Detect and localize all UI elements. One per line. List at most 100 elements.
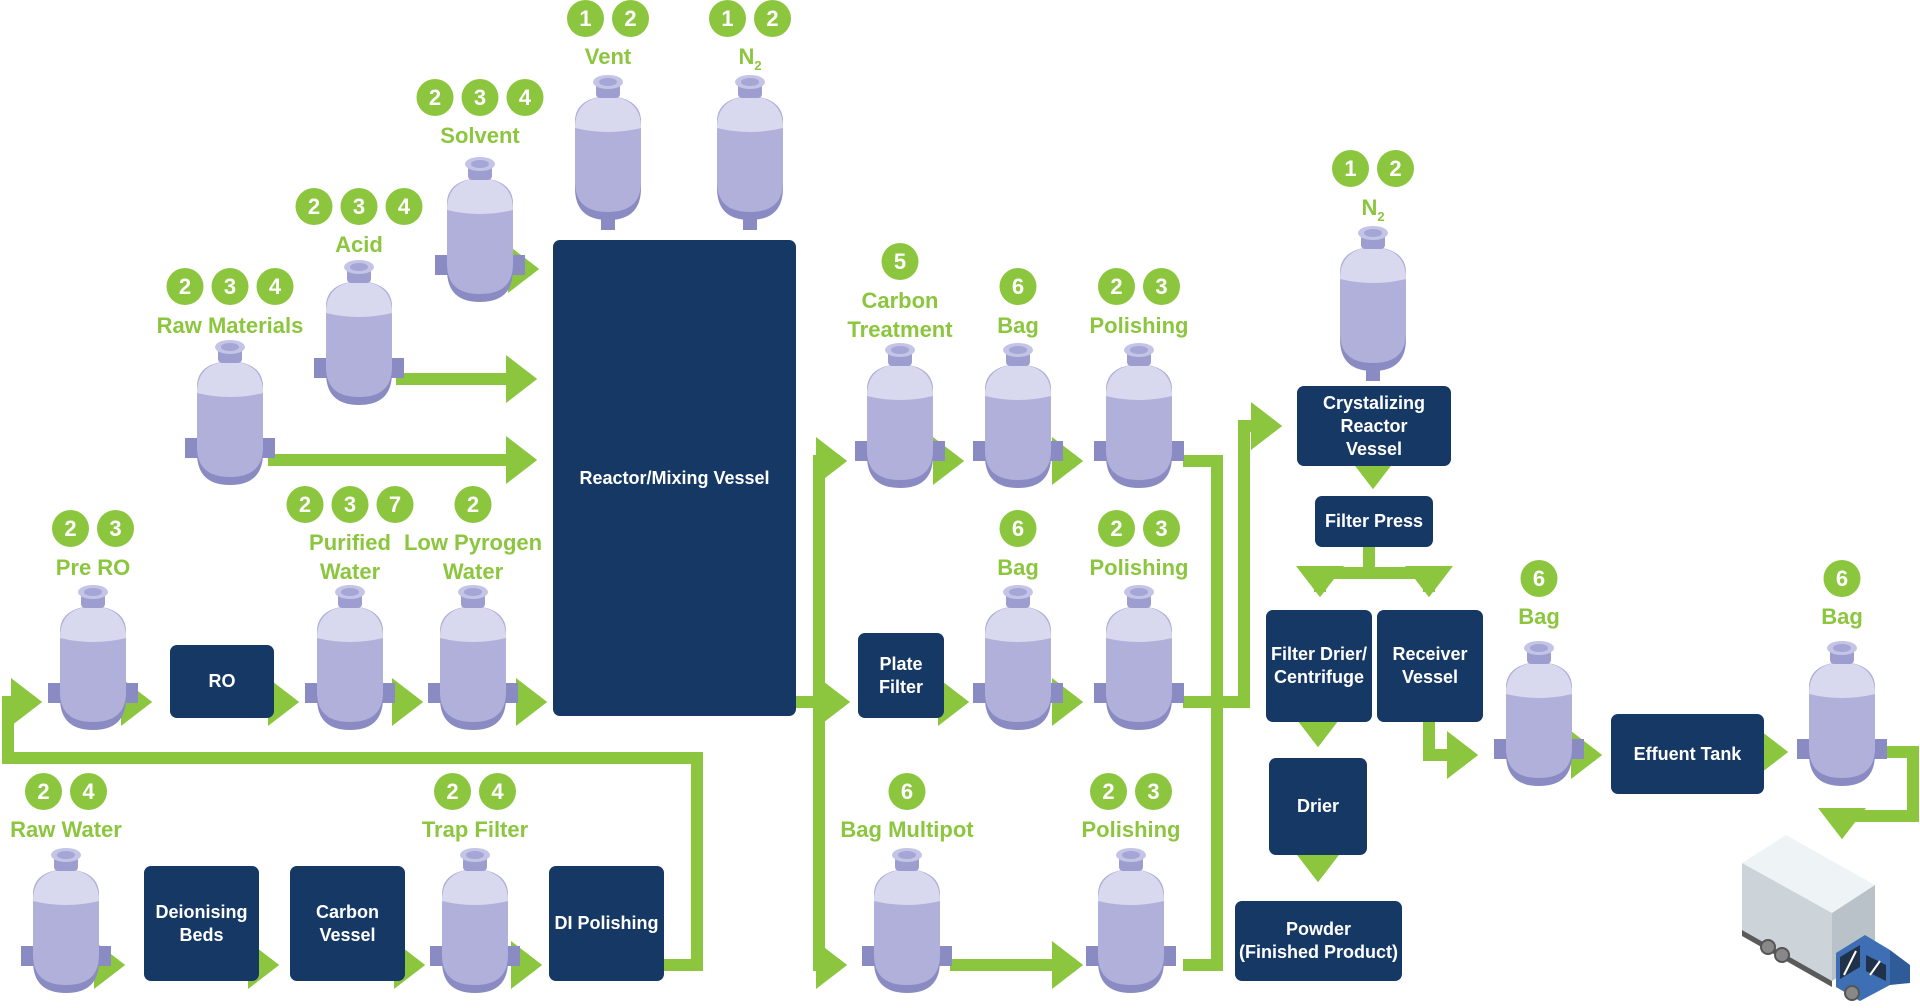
step-badge: 2	[1377, 150, 1414, 187]
drier-box[interactable]: Drier	[1269, 758, 1367, 855]
vessel-icon[interactable]	[855, 338, 945, 488]
vessel-icon[interactable]	[48, 580, 138, 730]
vessel-icon[interactable]	[1328, 221, 1418, 381]
ro-box[interactable]: RO	[170, 645, 274, 718]
station-label-raw-water: Raw Water	[10, 815, 122, 844]
step-badge: 6	[999, 510, 1037, 547]
vessel-icon[interactable]	[314, 255, 404, 405]
station-label-text: Bag	[997, 313, 1039, 338]
station-label-carbon-treatment: Carbon Treatment	[847, 286, 952, 344]
vessel-icon[interactable]	[973, 338, 1063, 488]
vessel-icon[interactable]	[862, 843, 952, 993]
filter-press-box[interactable]: Filter Press	[1315, 496, 1433, 547]
pipe-pol1-out	[1183, 455, 1223, 971]
vessel-icon[interactable]	[21, 843, 111, 993]
station-label-bag-2: Bag	[997, 553, 1039, 582]
step-badge: 3	[331, 486, 369, 523]
step-badge: 4	[506, 79, 544, 116]
vessel-icon[interactable]	[1094, 580, 1184, 730]
step-badge: 2	[454, 486, 492, 523]
badge-group: 2	[454, 486, 492, 523]
truck-icon	[1742, 835, 1910, 1001]
station-label-n2-right: N2	[1361, 193, 1384, 231]
carbon-vessel-box[interactable]: Carbon Vessel	[290, 866, 405, 981]
step-badge: 2	[612, 0, 649, 37]
reactor-mixing-vessel[interactable]: Reactor/Mixing Vessel	[553, 240, 796, 716]
vessel-icon[interactable]	[435, 152, 525, 302]
vessel-icon[interactable]	[705, 70, 795, 230]
vessel-icon[interactable]	[1797, 636, 1887, 786]
step-badge: 1	[567, 0, 604, 37]
plate-filter-box[interactable]: Plate Filter	[858, 633, 944, 718]
step-badge: 6	[1520, 560, 1558, 597]
vessel-icon[interactable]	[428, 580, 518, 730]
station-label-text: Vent	[584, 44, 632, 69]
di-polishing-box[interactable]: DI Polishing	[549, 866, 664, 981]
station-label-polishing-2: Polishing	[1090, 553, 1189, 582]
step-badge: 3	[97, 510, 134, 547]
effluent-tank-box[interactable]: Effuent Tank	[1611, 714, 1764, 794]
station-label-text: Bag Multipot	[840, 817, 974, 842]
step-badge: 3	[461, 79, 499, 116]
vessel-icon[interactable]	[305, 580, 395, 730]
step-badge: 2	[25, 773, 62, 810]
station-label-text: Bag	[1821, 604, 1863, 629]
step-badge: 6	[888, 773, 926, 810]
step-badge: 4	[385, 188, 423, 225]
badge-group: 6	[888, 773, 926, 810]
station-label-purified-water: Purified Water	[309, 528, 391, 586]
vessel-icon[interactable]	[430, 843, 520, 993]
station-label-text: Carbon Treatment	[847, 288, 953, 342]
step-badge: 2	[1090, 773, 1127, 810]
station-label-polishing-3: Polishing	[1082, 815, 1181, 844]
deionising-beds-box[interactable]: Deionising Beds	[144, 866, 259, 981]
pipe-receiver-out	[1423, 722, 1479, 779]
station-label-trap-filter: Trap Filter	[422, 815, 528, 844]
station-label-bag-3: Bag	[1518, 602, 1560, 631]
station-label-text: Bag	[1518, 604, 1560, 629]
station-label-text: Polishing	[1089, 313, 1189, 338]
vessel-icon[interactable]	[1494, 636, 1584, 786]
step-badge: 3	[1143, 510, 1180, 547]
station-label-bag-4: Bag	[1821, 602, 1863, 631]
vessel-icon[interactable]	[185, 335, 275, 485]
vessel-icon[interactable]	[973, 580, 1063, 730]
station-label-n2-top: N2	[738, 42, 761, 80]
step-badge: 5	[881, 243, 919, 280]
station-label-text: Purified Water	[309, 530, 391, 584]
filter-drier-box[interactable]: Filter Drier/ Centrifuge	[1266, 610, 1372, 722]
step-badge: 4	[70, 773, 107, 810]
step-badge: 1	[709, 0, 746, 37]
vessel-icon[interactable]	[1094, 338, 1184, 488]
step-badge: 3	[1135, 773, 1172, 810]
crystalizing-reactor-box[interactable]: Crystalizing Reactor Vessel	[1297, 386, 1451, 466]
powder-box[interactable]: Powder (Finished Product)	[1235, 901, 1402, 981]
step-badge: 7	[376, 486, 414, 523]
step-badge: 2	[1098, 268, 1135, 305]
station-label-text: N	[738, 44, 755, 69]
badge-group: 6	[999, 510, 1037, 547]
step-badge: 6	[1823, 560, 1861, 597]
vessel-icon[interactable]	[563, 70, 653, 230]
step-badge: 2	[52, 510, 89, 547]
station-label-polishing-1: Polishing	[1090, 311, 1189, 340]
step-badge: 2	[754, 0, 791, 37]
vessel-icon[interactable]	[1086, 843, 1176, 993]
step-badge: 6	[999, 268, 1037, 305]
step-badge: 3	[211, 268, 249, 305]
station-label-bag-multipot: Bag Multipot	[840, 815, 973, 844]
receiver-vessel-box[interactable]: Receiver Vessel	[1377, 610, 1483, 722]
station-label-text: Pre RO	[55, 555, 131, 580]
station-label-solvent: Solvent	[440, 121, 519, 150]
station-label-text: Bag	[997, 555, 1039, 580]
